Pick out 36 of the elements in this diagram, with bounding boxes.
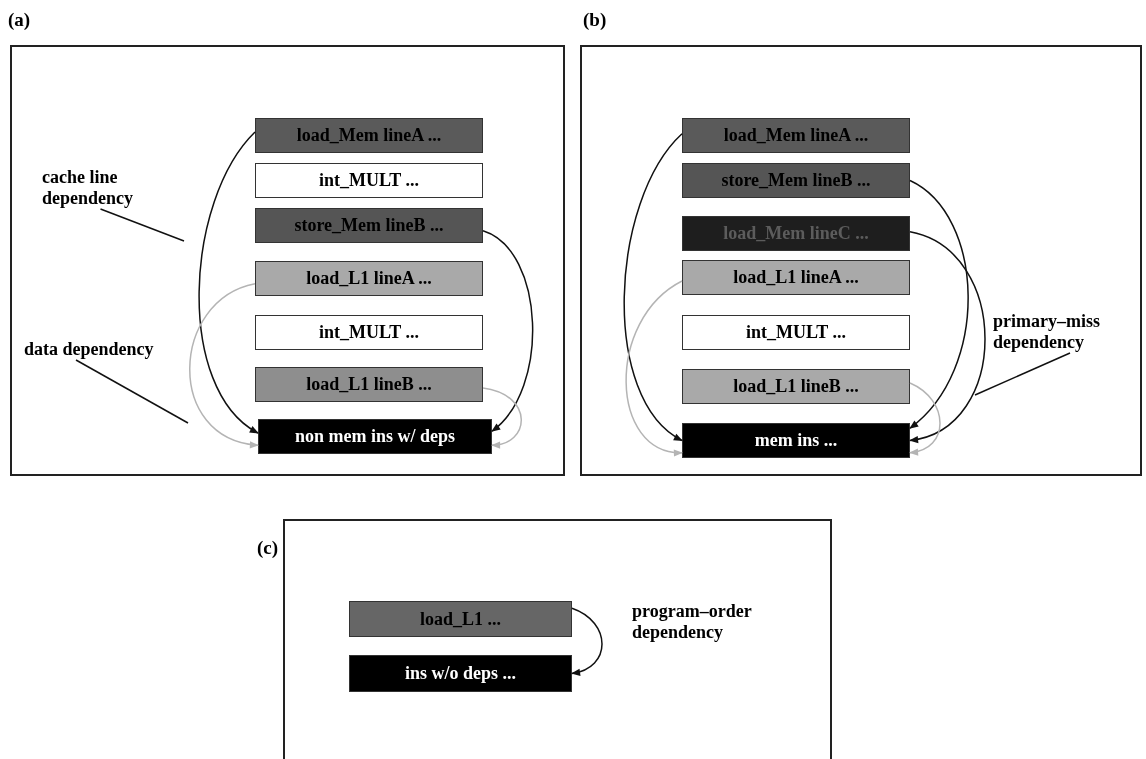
instruction-bar: load_L1 lineB ... bbox=[682, 369, 910, 404]
panel-label: (a) bbox=[8, 9, 31, 31]
instruction-bar: load_L1 lineA ... bbox=[255, 261, 483, 296]
panel-label: (b) bbox=[583, 9, 607, 31]
annotation-text: data dependency bbox=[24, 339, 154, 360]
instruction-bar: load_Mem lineC ... bbox=[682, 216, 910, 251]
dependency-arrow bbox=[625, 280, 683, 456]
dependency-arrow bbox=[909, 179, 969, 429]
instruction-bar: load_L1 lineA ... bbox=[682, 260, 910, 295]
instruction-bar: non mem ins w/ deps bbox=[258, 419, 492, 454]
instruction-bar: int_MULT ... bbox=[255, 163, 483, 198]
dependency-arrow bbox=[482, 387, 522, 448]
dependency-arrow bbox=[189, 283, 259, 448]
dependency-arrow bbox=[909, 231, 986, 442]
instruction-bar: mem ins ... bbox=[682, 423, 910, 458]
leader-line bbox=[99, 208, 185, 242]
instruction-bar: int_MULT ... bbox=[682, 315, 910, 350]
instruction-bar: store_Mem lineB ... bbox=[682, 163, 910, 198]
instruction-bar: int_MULT ... bbox=[255, 315, 483, 350]
leader-line bbox=[974, 352, 1071, 396]
leader-line bbox=[75, 359, 189, 424]
panel-label: (c) bbox=[257, 537, 279, 559]
instruction-bar: load_Mem lineA ... bbox=[682, 118, 910, 153]
instruction-bar: ins w/o deps ... bbox=[349, 655, 572, 692]
dependency-arrow bbox=[909, 382, 941, 455]
dependency-arrow bbox=[198, 131, 259, 434]
instruction-bar: load_L1 lineB ... bbox=[255, 367, 483, 402]
annotation-text: program–order dependency bbox=[632, 601, 753, 643]
annotation-text: cache line dependency bbox=[42, 167, 172, 209]
dependency-arrow bbox=[571, 607, 603, 676]
instruction-bar: load_Mem lineA ... bbox=[255, 118, 483, 153]
annotation-text: primary–miss dependency bbox=[993, 311, 1133, 353]
instruction-bar: store_Mem lineB ... bbox=[255, 208, 483, 243]
dependency-arrow bbox=[623, 133, 683, 442]
instruction-bar: load_L1 ... bbox=[349, 601, 572, 637]
dependency-arrow bbox=[482, 230, 534, 432]
